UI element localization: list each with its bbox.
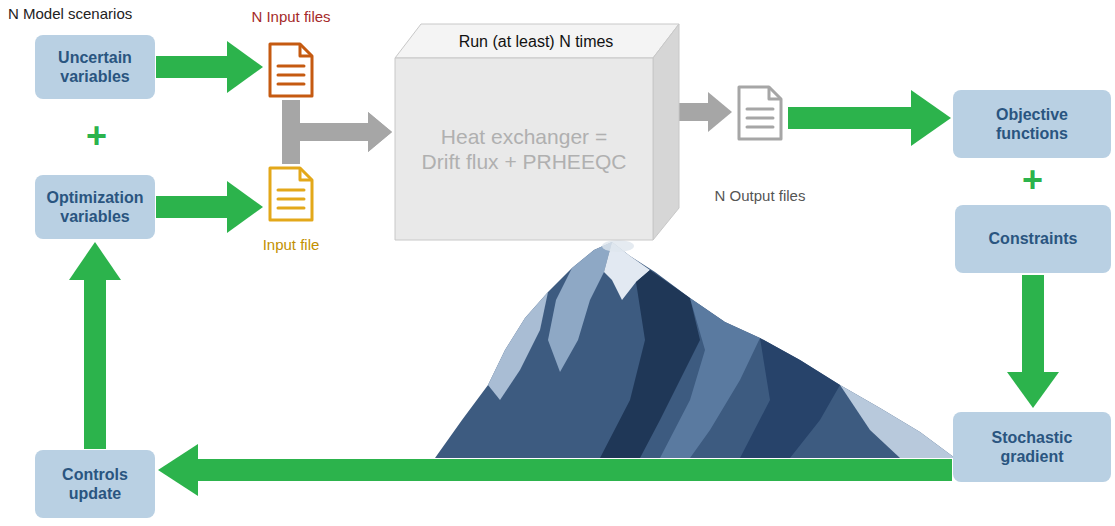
plus-sign: + bbox=[86, 116, 107, 156]
flow-arrow bbox=[788, 90, 951, 146]
document-icon bbox=[267, 42, 315, 98]
arrow-head bbox=[158, 444, 198, 496]
variable-box: Uncertain variables bbox=[35, 35, 155, 99]
document-line bbox=[747, 126, 773, 129]
mountain-light-face bbox=[548, 242, 612, 372]
mountain-light-face bbox=[840, 385, 955, 458]
flow-arrow bbox=[158, 444, 952, 496]
node-text-group: Uncertain variables bbox=[42, 48, 148, 86]
flow-arrow bbox=[156, 41, 263, 93]
input-files-icon: N Input files bbox=[243, 8, 339, 98]
document-icon bbox=[736, 85, 784, 141]
node-text: Optimization variables bbox=[42, 188, 148, 226]
plus-sign-text: + bbox=[86, 115, 107, 156]
flow-arrow bbox=[156, 181, 263, 233]
arrow-shaft bbox=[156, 196, 227, 218]
arrow-shaft bbox=[84, 280, 106, 449]
update-box: Controls update bbox=[35, 450, 155, 518]
block-front-face bbox=[395, 58, 653, 240]
scenario-note-text: N Model scenarios bbox=[8, 5, 132, 22]
peak-mist bbox=[602, 240, 634, 252]
arrow-head bbox=[1007, 372, 1059, 408]
node-text: Input file bbox=[263, 236, 320, 254]
block-side-face bbox=[653, 24, 679, 240]
mountain-body bbox=[435, 242, 955, 458]
arrow-shaft bbox=[291, 132, 368, 164]
node-text-group: Constraints bbox=[989, 229, 1078, 248]
document-fold bbox=[300, 168, 312, 180]
document-fold bbox=[300, 44, 312, 56]
document-line bbox=[278, 83, 304, 86]
arrow-head bbox=[911, 90, 951, 146]
arrow-shaft bbox=[679, 103, 708, 121]
flow-arrow bbox=[69, 242, 121, 449]
node-text: N Input files bbox=[251, 8, 330, 26]
node-text: Objective functions bbox=[960, 105, 1104, 143]
output-files-icon: N Output files bbox=[704, 85, 816, 205]
document-outline bbox=[270, 168, 312, 220]
plus-sign: + bbox=[1022, 160, 1043, 200]
document-outline bbox=[739, 87, 781, 139]
document-outline bbox=[270, 44, 312, 96]
mountain-dark-face bbox=[740, 338, 840, 458]
variable-box: Optimization variables bbox=[35, 175, 155, 239]
arrow-head bbox=[368, 112, 392, 152]
node-text: Controls update bbox=[42, 465, 148, 503]
arrow-shaft bbox=[1022, 275, 1044, 372]
flow-arrow bbox=[679, 92, 732, 132]
document-line bbox=[278, 207, 304, 210]
mountain-mid-face bbox=[660, 298, 760, 458]
document-line bbox=[278, 65, 304, 68]
node-text: Uncertain variables bbox=[42, 48, 148, 86]
document-line bbox=[278, 74, 304, 77]
scenario-note: N Model scenarios bbox=[8, 6, 132, 23]
constraint-box: Constraints bbox=[955, 205, 1111, 273]
simulator-block: Run (at least) N timesHeat exchanger = D… bbox=[393, 20, 681, 242]
document-icon bbox=[267, 166, 315, 222]
node-text-group: Controls update bbox=[42, 465, 148, 503]
arrow-head bbox=[227, 41, 263, 93]
node-text: Constraints bbox=[989, 229, 1078, 248]
node-text-group: Objective functions bbox=[960, 105, 1104, 143]
arrow-shaft bbox=[156, 56, 227, 78]
arrow-head bbox=[368, 112, 392, 152]
arrow-head bbox=[227, 181, 263, 233]
flow-arrow bbox=[1007, 275, 1059, 408]
document-line bbox=[747, 108, 773, 111]
arrow-head bbox=[69, 242, 121, 280]
document-fold bbox=[769, 87, 781, 99]
input-file-icon: Input file bbox=[243, 166, 339, 254]
node-text: Stochastic gradient bbox=[960, 428, 1104, 466]
document-line bbox=[747, 117, 773, 120]
gradient-box: Stochastic gradient bbox=[953, 412, 1111, 482]
mountain-light-face bbox=[488, 292, 548, 400]
document-line bbox=[278, 198, 304, 201]
node-text: Run (at least) N times bbox=[423, 20, 649, 51]
document-line bbox=[278, 189, 304, 192]
objective-box: Objective functions bbox=[953, 90, 1111, 158]
arrow-shaft bbox=[788, 107, 911, 129]
arrow-shaft bbox=[198, 459, 952, 481]
node-body-text: Heat exchanger = Drift flux + PRHEEQC bbox=[419, 124, 629, 174]
flow-arrow bbox=[291, 112, 392, 164]
arrow-head bbox=[708, 92, 732, 132]
node-text: N Output files bbox=[715, 187, 806, 205]
plus-sign-text: + bbox=[1022, 159, 1043, 200]
node-text-group: Stochastic gradient bbox=[960, 428, 1104, 466]
node-text-group: Optimization variables bbox=[42, 188, 148, 226]
